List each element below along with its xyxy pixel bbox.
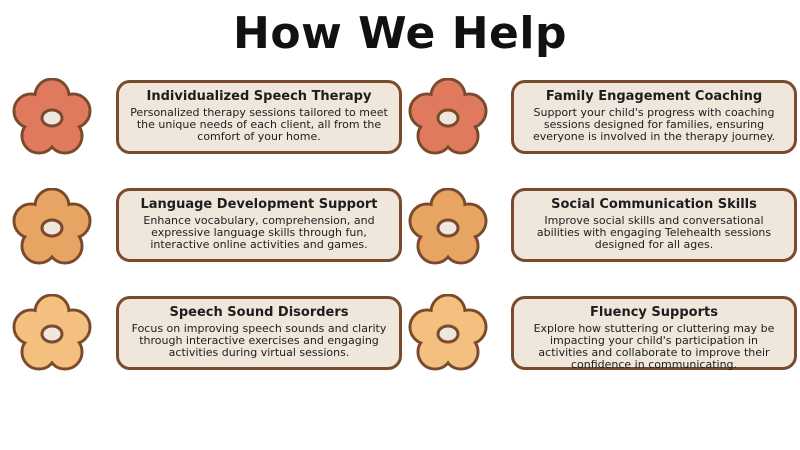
- flower-icon: [408, 78, 488, 158]
- service-card-language-development-support: Language Development Support Enhance voc…: [116, 188, 402, 262]
- card-description: Personalized therapy sessions tailored t…: [130, 106, 388, 143]
- card-description: Explore how stuttering or cluttering may…: [533, 322, 775, 371]
- flower-icon: [408, 294, 488, 374]
- flower-icon: [12, 78, 92, 158]
- flower-icon: [408, 188, 488, 268]
- page-title: How We Help: [233, 8, 567, 59]
- flower-icon: [12, 188, 92, 268]
- service-card-family-engagement-coaching: Family Engagement Coaching Support your …: [511, 80, 797, 154]
- service-card-individualized-speech-therapy: Individualized Speech Therapy Personaliz…: [116, 80, 402, 154]
- service-card-social-communication-skills: Social Communication Skills Improve soci…: [511, 188, 797, 262]
- card-description: Improve social skills and conversational…: [536, 214, 772, 251]
- card-title: Speech Sound Disorders: [169, 305, 349, 320]
- card-description: Support your child's progress with coach…: [532, 106, 776, 143]
- card-title: Individualized Speech Therapy: [146, 89, 372, 104]
- card-description: Focus on improving speech sounds and cla…: [131, 322, 387, 359]
- service-card-speech-sound-disorders: Speech Sound Disorders Focus on improvin…: [116, 296, 402, 370]
- service-card-fluency-supports: Fluency Supports Explore how stuttering …: [511, 296, 797, 371]
- card-description: Enhance vocabulary, comprehension, and e…: [143, 214, 375, 251]
- card-title: Family Engagement Coaching: [545, 89, 763, 104]
- flower-icon: [12, 294, 92, 374]
- card-title: Fluency Supports: [590, 305, 718, 320]
- card-title: Language Development Support: [140, 197, 378, 212]
- card-title: Social Communication Skills: [551, 197, 757, 212]
